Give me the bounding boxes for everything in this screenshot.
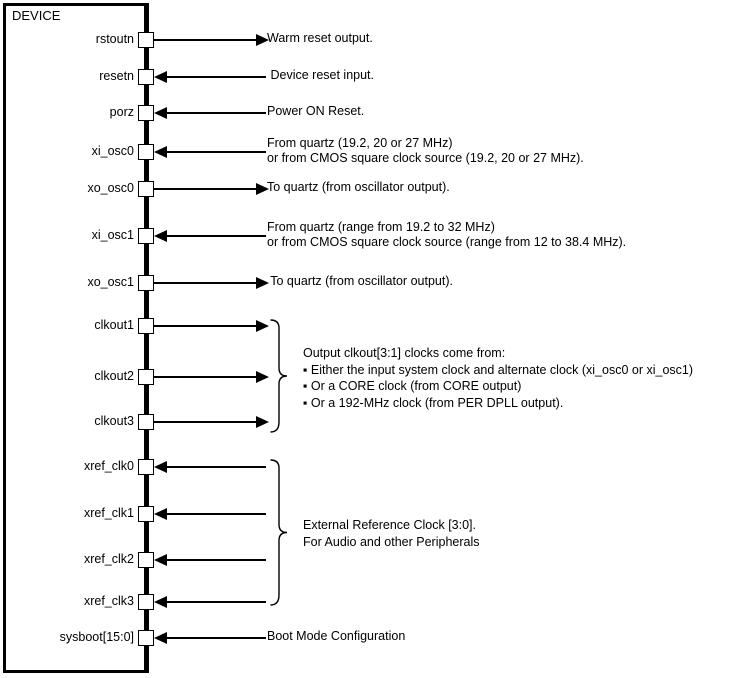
pin-label-clkout2: clkout2 (94, 369, 134, 383)
signal-wire-resetn (167, 76, 266, 78)
pin-label-xref_clk3: xref_clk3 (83, 594, 134, 608)
arrow-in-xref_clk2 (154, 554, 167, 566)
device-boundary-box (3, 3, 147, 673)
device-label: DEVICE (12, 8, 61, 23)
pin-label-xo_osc0: xo_osc0 (87, 181, 134, 195)
pin-box-xo_osc0 (138, 181, 154, 197)
pin-label-xo_osc1: xo_osc1 (87, 275, 134, 289)
pin-label-xref_clk2: xref_clk2 (83, 552, 134, 566)
arrow-out-clkout3 (256, 416, 269, 428)
pin-description-xi_osc0: From quartz (19.2, 20 or 27 MHz) or from… (267, 135, 584, 166)
signal-wire-xo_osc0 (154, 188, 256, 190)
pin-description-rstoutn: Warm reset output. (267, 31, 373, 46)
arrow-in-xi_osc1 (154, 230, 167, 242)
pin-box-xref_clk1 (138, 506, 154, 522)
arrow-in-sysboot150 (154, 632, 167, 644)
pin-box-xo_osc1 (138, 275, 154, 291)
arrow-in-xref_clk3 (154, 596, 167, 608)
pin-label-xi_osc1: xi_osc1 (91, 228, 134, 242)
pin-label-rstoutn: rstoutn (95, 32, 134, 46)
pin-box-xref_clk0 (138, 459, 154, 475)
pin-description-xo_osc1: To quartz (from oscillator output). (267, 274, 453, 289)
signal-wire-xi_osc1 (167, 235, 266, 237)
brace-path (270, 459, 288, 606)
pin-box-sysboot150 (138, 630, 154, 646)
arrow-in-resetn (154, 71, 167, 83)
pin-label-clkout1: clkout1 (94, 318, 134, 332)
group-description-clkout-group: Output clkout[3:1] clocks come from: ▪ E… (303, 346, 694, 410)
device-bus-edge (144, 3, 149, 673)
signal-wire-sysboot150 (167, 637, 266, 639)
arrow-in-xref_clk1 (154, 508, 167, 520)
signal-wire-xref_clk2 (167, 559, 266, 561)
arrow-out-xo_osc1 (256, 277, 269, 289)
pin-box-xref_clk2 (138, 552, 154, 568)
pin-label-xi_osc0: xi_osc0 (91, 144, 134, 158)
signal-wire-xi_osc0 (167, 151, 266, 153)
pin-box-porz (138, 105, 154, 121)
arrow-in-porz (154, 107, 167, 119)
pin-label-xref_clk0: xref_clk0 (83, 459, 134, 473)
pin-label-sysboot150: sysboot[15:0] (59, 630, 134, 644)
pin-label-clkout3: clkout3 (94, 414, 134, 428)
pin-label-xref_clk1: xref_clk1 (83, 506, 134, 520)
arrow-out-rstoutn (256, 34, 269, 46)
pin-box-clkout1 (138, 318, 154, 334)
pin-box-rstoutn (138, 32, 154, 48)
signal-wire-porz (167, 112, 266, 114)
group-description-xref-clk-group: External Reference Clock [3:0]. For Audi… (303, 518, 480, 549)
signal-wire-clkout1 (154, 325, 256, 327)
brace-xref-clk-group (270, 459, 288, 606)
signal-wire-clkout3 (154, 421, 256, 423)
pin-box-xi_osc1 (138, 228, 154, 244)
signal-wire-xref_clk1 (167, 513, 266, 515)
pin-box-xref_clk3 (138, 594, 154, 610)
arrow-in-xi_osc0 (154, 146, 167, 158)
signal-wire-xo_osc1 (154, 282, 256, 284)
pin-label-porz: porz (109, 105, 134, 119)
signal-wire-xref_clk0 (167, 466, 266, 468)
pin-box-resetn (138, 69, 154, 85)
pin-box-xi_osc0 (138, 144, 154, 160)
pin-box-clkout2 (138, 369, 154, 385)
pin-description-resetn: Device reset input. (267, 68, 374, 83)
arrow-out-clkout2 (256, 371, 269, 383)
arrow-out-xo_osc0 (256, 183, 269, 195)
arrow-out-clkout1 (256, 320, 269, 332)
pin-description-xi_osc1: From quartz (range from 19.2 to 32 MHz) … (267, 219, 627, 250)
arrow-in-xref_clk0 (154, 461, 167, 473)
pin-description-porz: Power ON Reset. (267, 104, 365, 119)
signal-wire-xref_clk3 (167, 601, 266, 603)
pin-box-clkout3 (138, 414, 154, 430)
brace-path (270, 319, 288, 433)
pin-description-xo_osc0: To quartz (from oscillator output). (267, 180, 450, 195)
brace-clkout-group (270, 319, 288, 433)
pin-description-sysboot150: Boot Mode Configuration (267, 629, 406, 644)
signal-wire-rstoutn (154, 39, 256, 41)
signal-wire-clkout2 (154, 376, 256, 378)
pin-label-resetn: resetn (99, 69, 134, 83)
